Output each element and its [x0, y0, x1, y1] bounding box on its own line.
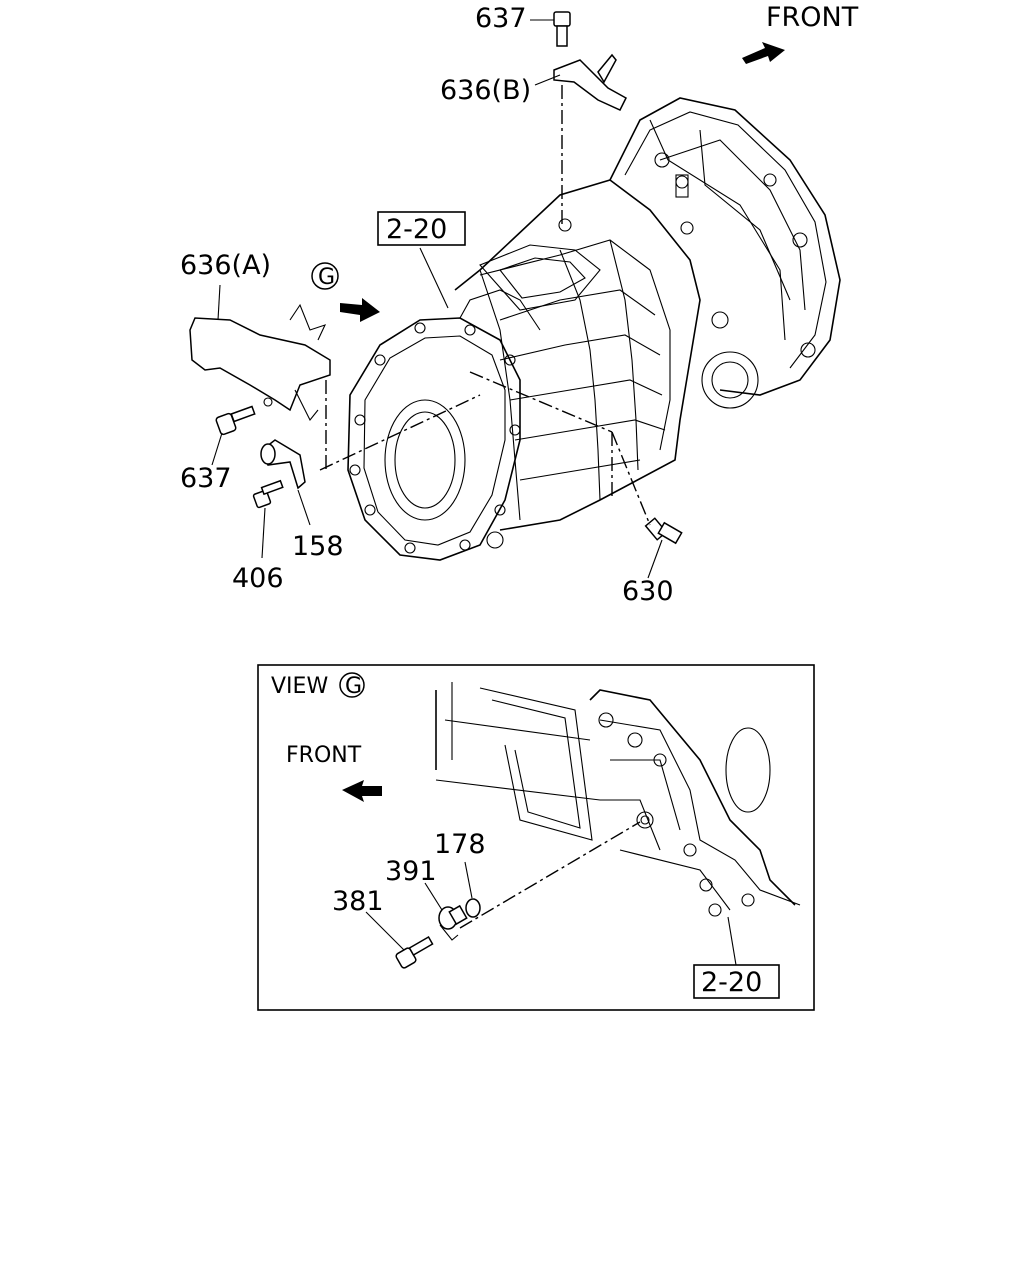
part-636b-bracket [534, 53, 627, 111]
ref-box-2-20-inset[interactable]: 2-20 [693, 964, 780, 999]
part-637-left-bolt [211, 405, 256, 466]
view-g-marker: G [318, 265, 335, 290]
label-391[interactable]: 391 [385, 856, 437, 887]
part-636a-bracket [189, 284, 331, 422]
label-636b[interactable]: 636(B) [440, 75, 531, 106]
ref-2-20-inset[interactable]: 2-20 [701, 967, 762, 998]
label-front-top: FRONT [766, 2, 859, 33]
part-158-clip [260, 439, 311, 526]
part-178-oring [464, 861, 481, 918]
front-arrow-top [742, 42, 785, 64]
inset-view-circle [339, 672, 365, 698]
inset-frame [257, 664, 815, 1011]
inset-view-text: VIEW [271, 674, 328, 699]
inset-front: FRONT [286, 743, 362, 768]
part-391-sensor [424, 882, 468, 941]
label-637-left[interactable]: 637 [180, 463, 232, 494]
leader-2-20-main [419, 247, 449, 309]
leader-2-20-inset [727, 916, 737, 966]
part-381-bolt [365, 911, 434, 969]
view-g-inset: VIEW G FRONT 178 391 381 2-20 [257, 664, 815, 1011]
label-158[interactable]: 158 [292, 531, 344, 562]
view-g-arrow [311, 262, 380, 322]
part-630-switch [644, 517, 683, 545]
transmission-assembly [347, 97, 841, 561]
label-637-top[interactable]: 637 [475, 3, 527, 34]
inset-guide-line [459, 821, 641, 929]
leader-630 [647, 539, 663, 579]
label-406[interactable]: 406 [232, 563, 284, 594]
label-636a[interactable]: 636(A) [180, 250, 271, 281]
label-630[interactable]: 630 [622, 576, 674, 607]
front-arrow-inset [342, 780, 382, 802]
inset-case-detail [435, 682, 801, 917]
inset-view-marker: G [345, 674, 362, 699]
ref-box-2-20-main[interactable]: 2-20 [377, 211, 466, 246]
part-406-bolt [252, 479, 284, 559]
label-178[interactable]: 178 [434, 829, 486, 860]
assembly-guide-lines [319, 85, 651, 526]
label-381[interactable]: 381 [332, 886, 384, 917]
ref-2-20-main[interactable]: 2-20 [386, 214, 447, 245]
part-637-top-bolt [530, 11, 571, 47]
